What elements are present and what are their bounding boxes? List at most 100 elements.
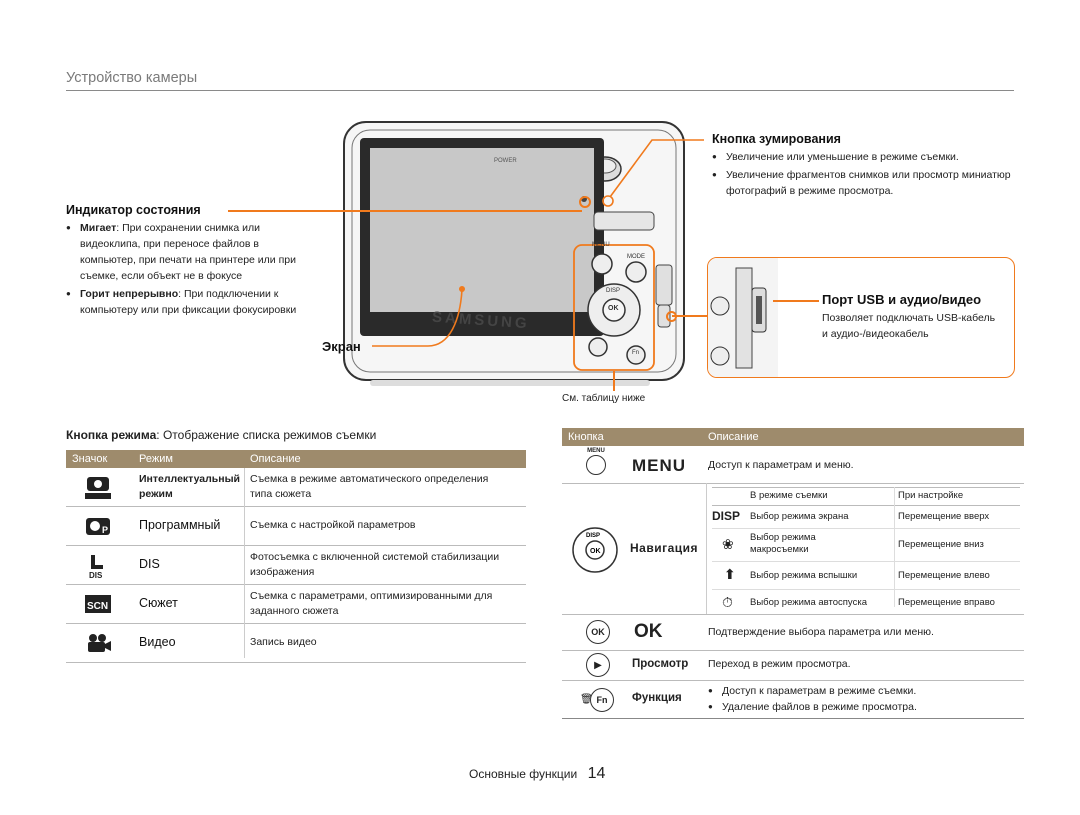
page-number: 14 bbox=[587, 765, 606, 782]
usb-callout-dot bbox=[666, 311, 677, 322]
ok-desc: Подтверждение выбора параметра или меню. bbox=[708, 626, 934, 638]
fn-button-icon: Fn bbox=[590, 688, 614, 712]
camera-disp-label: DISP bbox=[606, 288, 621, 294]
mode-desc: Съемка с настройкой параметров bbox=[250, 519, 416, 531]
ok-button-icon: OK bbox=[586, 620, 610, 644]
nav-divider bbox=[706, 483, 707, 614]
playback-button-icon: ▶ bbox=[586, 653, 610, 677]
nav-subheader: В режиме съемки При настройке bbox=[712, 487, 1020, 506]
indicator-list: Мигает: При сохранении снимка или видеок… bbox=[66, 220, 311, 318]
footer: Основные функции 14 bbox=[469, 765, 605, 783]
mode-desc: Съемка в режиме автоматического определе… bbox=[250, 473, 489, 500]
usb-detail-box bbox=[707, 257, 1015, 378]
camera-mode-label: MODE bbox=[627, 254, 645, 260]
function-item: Удаление файлов в режиме просмотра. bbox=[708, 699, 1008, 715]
footer-text: Основные функции bbox=[469, 767, 578, 781]
col-button-header: Кнопка bbox=[568, 431, 604, 443]
nav-subtable-divider bbox=[894, 487, 895, 607]
ok-row: OK OK Подтверждение выбора параметра или… bbox=[562, 614, 1024, 651]
navigation-label: Навигация bbox=[630, 541, 699, 555]
nav-subheader-shooting: В режиме съемки bbox=[750, 490, 828, 501]
mode-name: Интеллектуальный режим bbox=[139, 473, 241, 500]
menu-desc: Доступ к параметрам и меню. bbox=[708, 459, 854, 471]
usb-port-illustration bbox=[708, 258, 778, 377]
trash-icon: 🗑 bbox=[580, 694, 593, 705]
screen-title: Экран bbox=[322, 339, 361, 354]
mode-name: Программный bbox=[139, 518, 221, 532]
mode-table-divider bbox=[244, 468, 245, 658]
table-row: DIS DIS Фотосъемка с включенной системой… bbox=[66, 546, 526, 585]
nav-subrow: ❀ Выбор режима макросъемки Перемещение в… bbox=[712, 529, 1020, 562]
table-row: SCN Сюжет Съемка с параметрами, оптимизи… bbox=[66, 585, 526, 624]
button-table: Кнопка Описание bbox=[562, 428, 1024, 446]
mode-desc: Фотосъемка с включенной системой стабили… bbox=[250, 551, 500, 578]
mode-name: DIS bbox=[139, 557, 160, 571]
indicator-item-blink: Мигает: При сохранении снимка или видеок… bbox=[66, 220, 311, 284]
usb-connector-line-a bbox=[672, 315, 708, 317]
indicator-title: Индикатор состояния bbox=[66, 203, 201, 217]
dis-icon: DIS bbox=[82, 550, 114, 580]
zoom-title: Кнопка зумирования bbox=[712, 132, 841, 146]
header-rule bbox=[66, 90, 1014, 91]
menu-row: MENU MENU Доступ к параметрам и меню. bbox=[562, 446, 1024, 484]
button-table-header: Кнопка Описание bbox=[562, 428, 1024, 446]
nav-settings: Перемещение вверх bbox=[898, 511, 990, 522]
see-table-note: См. таблицу ниже bbox=[562, 393, 646, 404]
svg-text:SCN: SCN bbox=[87, 601, 108, 612]
camera-fn-label: Fn bbox=[632, 350, 640, 356]
usb-text: Позволяет подключать USB-кабель и аудио-… bbox=[822, 312, 996, 340]
nav-subheader-settings: При настройке bbox=[898, 490, 964, 501]
mode-desc: Запись видео bbox=[250, 636, 317, 648]
mode-desc: Съемка с параметрами, оптимизированными … bbox=[250, 590, 493, 617]
macro-icon: ❀ bbox=[722, 536, 734, 552]
mode-button-caption: Кнопка режима: Отображение списка режимо… bbox=[66, 428, 377, 442]
menu-label: MENU bbox=[632, 456, 687, 475]
svg-text:P: P bbox=[102, 525, 108, 535]
camera-illustration bbox=[343, 121, 685, 386]
svg-text:OK: OK bbox=[590, 548, 601, 555]
indicator-callout-line bbox=[228, 210, 582, 212]
zoom-item: Увеличение фрагментов снимков или просмо… bbox=[712, 167, 1012, 199]
camera-power-label: POWER bbox=[494, 158, 517, 164]
nav-subtable: В режиме съемки При настройке DISP Выбор… bbox=[712, 487, 1020, 616]
nav-shooting: Выбор режима автоспуска bbox=[750, 597, 867, 608]
function-item: Доступ к параметрам в режиме съемки. bbox=[708, 683, 1008, 699]
nav-settings: Перемещение влево bbox=[898, 570, 990, 581]
col-mode-header: Режим bbox=[139, 453, 173, 465]
scene-icon: SCN bbox=[82, 589, 114, 619]
svg-text:DIS: DIS bbox=[89, 571, 103, 579]
zoom-callout-line bbox=[602, 139, 704, 207]
nav-subrow: ⏱ Выбор режима автоспуска Перемещение вп… bbox=[712, 590, 1020, 616]
nav-shooting: Выбор режима экрана bbox=[750, 511, 849, 522]
function-label: Функция bbox=[632, 692, 682, 704]
indicator-callout-dot bbox=[579, 196, 591, 208]
screen-callout-line bbox=[372, 286, 465, 347]
timer-icon: ⏱ bbox=[722, 594, 733, 610]
ok-label: OK bbox=[634, 621, 663, 642]
camera-menu-label: MENU bbox=[592, 242, 610, 248]
playback-row: ▶ Просмотр Переход в режим просмотра. bbox=[562, 650, 1024, 681]
see-table-line bbox=[613, 371, 615, 391]
program-icon: P bbox=[82, 511, 114, 541]
video-icon bbox=[82, 628, 114, 658]
zoom-item: Увеличение или уменьшение в режиме съемк… bbox=[712, 149, 1012, 165]
playback-desc: Переход в режим просмотра. bbox=[708, 658, 851, 670]
nav-dial-icon: DISP OK bbox=[570, 525, 620, 575]
usb-title: Порт USB и аудио/видео bbox=[822, 292, 982, 307]
function-row: Fn 🗑 Функция Доступ к параметрам в режим… bbox=[562, 680, 1024, 719]
menu-button-icon: MENU bbox=[586, 448, 606, 475]
table-row: P Программный Съемка с настройкой параме… bbox=[66, 507, 526, 546]
table-row: Видео Запись видео bbox=[66, 624, 526, 663]
indicator-item-solid: Горит непрерывно: При подключении к комп… bbox=[66, 286, 311, 318]
nav-settings: Перемещение вправо bbox=[898, 597, 995, 608]
camera-ok-label: OK bbox=[608, 305, 619, 312]
col-desc-header: Описание bbox=[708, 431, 759, 443]
mode-name: Видео bbox=[139, 635, 176, 649]
nav-shooting: Выбор режима макросъемки bbox=[750, 532, 816, 555]
section-title: Устройство камеры bbox=[66, 70, 198, 86]
nav-settings: Перемещение вниз bbox=[898, 539, 984, 550]
navigation-row: DISP OK Навигация В режиме съемки При на… bbox=[562, 483, 1024, 615]
flash-icon: ⬆ bbox=[724, 566, 736, 582]
smart-auto-icon bbox=[82, 472, 114, 502]
zoom-list: Увеличение или уменьшение в режиме съемк… bbox=[712, 149, 1012, 199]
